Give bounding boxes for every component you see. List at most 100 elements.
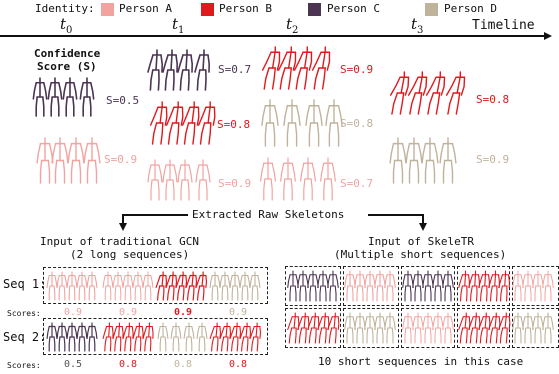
gcn-seq2-d-1 bbox=[158, 323, 168, 351]
skeletr-9-5 bbox=[499, 313, 510, 343]
skeleton-t1-person-c-3 bbox=[178, 50, 192, 90]
skeleton-t2-person-d-4 bbox=[326, 100, 342, 146]
skeletr-1-2 bbox=[298, 271, 309, 301]
skeleton-t3-person-d-2 bbox=[406, 138, 422, 183]
skeleton-t3-person-b-3 bbox=[427, 72, 445, 114]
skeletr-5-4 bbox=[543, 271, 554, 301]
gcn-seq1-d-1 bbox=[210, 272, 220, 300]
skeletr-3-5 bbox=[443, 271, 454, 301]
skeleton-t2-person-b-1 bbox=[263, 47, 280, 89]
skeleton-t2-person-a-3 bbox=[301, 158, 316, 200]
skeleton-t1-person-b-3 bbox=[183, 102, 199, 144]
skeletr-4-1 bbox=[459, 271, 470, 301]
skeleton-t2-person-d-1 bbox=[262, 100, 278, 146]
skeletr-4-5 bbox=[499, 271, 510, 301]
gcn-seq2-d-3 bbox=[184, 323, 194, 351]
gcn-seq1-a2-3 bbox=[123, 272, 133, 300]
skeletr-5-3 bbox=[533, 271, 544, 301]
skeletr-4-3 bbox=[479, 271, 490, 301]
skeletr-1-5 bbox=[328, 271, 339, 301]
skeletr-8-3 bbox=[423, 313, 434, 343]
skeleton-t0-person-c-3 bbox=[63, 78, 76, 116]
skeleton-t1-person-a-4 bbox=[196, 160, 210, 200]
skeleton-t0-person-c-2 bbox=[48, 78, 61, 116]
skeletr-7-3 bbox=[365, 313, 376, 343]
gcn-seq1-a-1 bbox=[47, 272, 57, 300]
skeletr-6-2 bbox=[298, 313, 309, 343]
skeleton-t1-person-a-3 bbox=[178, 160, 192, 200]
skeletr-3-3 bbox=[423, 271, 434, 301]
gcn-seq1-d-3 bbox=[230, 272, 240, 300]
skeletr-1-4 bbox=[318, 271, 329, 301]
gcn-seq1-b-3 bbox=[176, 272, 186, 300]
skeleton-t3-person-b-1 bbox=[391, 72, 409, 114]
gcn-seq1-b-2 bbox=[166, 272, 176, 300]
skeletr-8-5 bbox=[443, 313, 454, 343]
skeletr-3-2 bbox=[413, 271, 424, 301]
skeletr-1-1 bbox=[288, 271, 299, 301]
skeletr-10-1 bbox=[513, 313, 524, 343]
arrow-to-skeletr bbox=[368, 215, 423, 229]
skeleton-t0-person-a-1 bbox=[37, 138, 53, 183]
skeletr-7-4 bbox=[375, 313, 386, 343]
gcn-seq2-d-4 bbox=[197, 323, 207, 351]
skeletr-6-3 bbox=[308, 313, 319, 343]
skeletr-9-1 bbox=[459, 313, 470, 343]
gcn-seq2-b2-3 bbox=[230, 323, 240, 351]
skeletr-8-4 bbox=[433, 313, 444, 343]
skeletr-2-4 bbox=[375, 271, 386, 301]
skeletr-6-5 bbox=[328, 313, 339, 343]
skeletr-10-4 bbox=[543, 313, 554, 343]
skeletr-9-4 bbox=[489, 313, 500, 343]
skeleton-t2-person-b-2 bbox=[279, 47, 296, 89]
gcn-seq2-b2-2 bbox=[220, 323, 230, 351]
arrow-to-gcn bbox=[123, 215, 188, 229]
skeletr-4-2 bbox=[469, 271, 480, 301]
skeletr-5-1 bbox=[513, 271, 524, 301]
gcn-seq1-a-3 bbox=[67, 272, 77, 300]
gcn-seq2-c-1 bbox=[47, 323, 57, 351]
skeleton-t1-person-c-1 bbox=[148, 50, 162, 90]
skeletr-6-4 bbox=[318, 313, 329, 343]
skeletr-10-3 bbox=[533, 313, 544, 343]
gcn-seq2-b-4 bbox=[133, 323, 143, 351]
skeletr-2-1 bbox=[345, 271, 356, 301]
gcn-seq2-b2-4 bbox=[240, 323, 250, 351]
skeleton-t0-person-c-1 bbox=[33, 78, 46, 116]
skeletr-9-2 bbox=[469, 313, 480, 343]
gcn-seq1-a-5 bbox=[87, 272, 97, 300]
gcn-seq2-b-3 bbox=[123, 323, 133, 351]
skeletr-9-3 bbox=[479, 313, 490, 343]
skeletr-2-2 bbox=[355, 271, 366, 301]
skeletr-5-2 bbox=[523, 271, 534, 301]
skeletr-2-3 bbox=[365, 271, 376, 301]
skeleton-t0-person-c-4 bbox=[80, 78, 93, 116]
skeleton-t2-person-d-2 bbox=[284, 100, 300, 146]
skeleton-t3-person-b-4 bbox=[447, 72, 465, 114]
gcn-seq1-b-5 bbox=[196, 272, 206, 300]
skeletr-4-4 bbox=[489, 271, 500, 301]
skeleton-t2-person-a-1 bbox=[261, 158, 276, 200]
skeletr-6-1 bbox=[288, 313, 299, 343]
gcn-seq1-d-2 bbox=[220, 272, 230, 300]
skeleton-t2-person-a-4 bbox=[321, 158, 336, 200]
skeletr-8-1 bbox=[403, 313, 414, 343]
skeleton-t1-person-c-2 bbox=[163, 50, 177, 90]
skeletr-8-2 bbox=[413, 313, 424, 343]
gcn-seq1-a-2 bbox=[57, 272, 67, 300]
gcn-seq1-d-4 bbox=[240, 272, 250, 300]
skeleton-t1-person-b-1 bbox=[151, 102, 167, 144]
skeletr-3-4 bbox=[433, 271, 444, 301]
skeletr-7-2 bbox=[355, 313, 366, 343]
gcn-seq2-b2-1 bbox=[210, 323, 220, 351]
gcn-seq1-b-4 bbox=[186, 272, 196, 300]
skeleton-t1-person-a-2 bbox=[163, 160, 177, 200]
skeleton-t2-person-a-2 bbox=[281, 158, 296, 200]
gcn-seq1-a2-4 bbox=[133, 272, 143, 300]
skeleton-t1-person-b-4 bbox=[199, 102, 215, 144]
gcn-seq1-b-1 bbox=[156, 272, 166, 300]
skeleton-t0-person-a-2 bbox=[52, 138, 68, 183]
gcn-seq1-d-5 bbox=[250, 272, 260, 300]
skeletr-1-3 bbox=[308, 271, 319, 301]
